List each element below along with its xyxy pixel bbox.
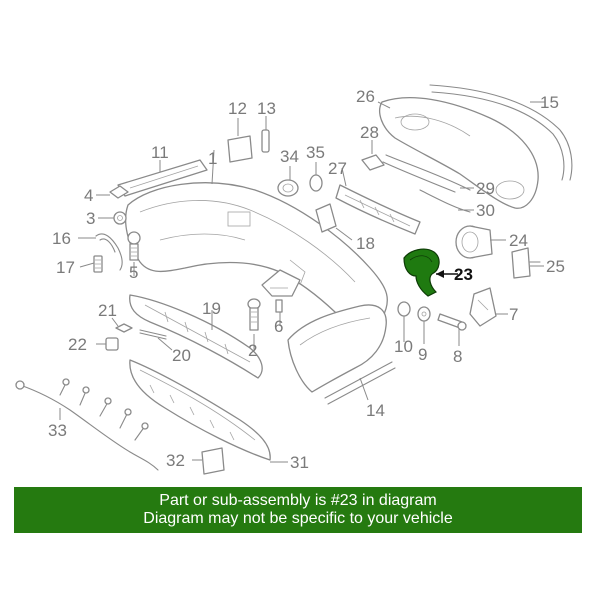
- callout-12: 12: [228, 99, 247, 118]
- bolt-part-2: [247, 298, 261, 331]
- washer-part-9: [417, 306, 431, 322]
- bolt-part-34: [277, 179, 299, 197]
- callout-29: 29: [476, 179, 495, 198]
- absorber-part-31: [129, 359, 271, 461]
- nut-part-21: [115, 323, 133, 333]
- nut-part-22: [105, 337, 119, 351]
- screw-part-17: [93, 255, 103, 273]
- leader-lines: [59, 101, 545, 463]
- callout-5: 5: [129, 263, 138, 282]
- callout-34: 34: [280, 147, 299, 166]
- callout-6: 6: [274, 317, 283, 336]
- sensor-part-28: [361, 154, 385, 171]
- callout-17: 17: [56, 258, 75, 277]
- washer-part-10: [397, 301, 411, 317]
- callout-14: 14: [366, 401, 385, 420]
- bumper-cover-part-1: [125, 182, 388, 328]
- exhaust-tip-part-24: [455, 225, 493, 259]
- absorber-part-19: [129, 294, 263, 379]
- callout-4: 4: [84, 186, 93, 205]
- callout-23: 23: [454, 265, 473, 284]
- banner-line-2: Diagram may not be specific to your vehi…: [143, 510, 453, 527]
- callout-24: 24: [509, 231, 528, 250]
- callout-2: 2: [248, 341, 257, 360]
- bracket-part-16: [95, 233, 123, 271]
- reinforcement-part-27: [335, 184, 421, 235]
- callout-30: 30: [476, 201, 495, 220]
- callout-28: 28: [360, 123, 379, 142]
- lower-bumper-part-14: [287, 304, 396, 405]
- callout-labels: 1 2 3 4 5 6 7 8 9 10 11 12 13 14 15 16 1…: [48, 87, 565, 472]
- clip-part-35: [309, 174, 323, 192]
- harness-part-33: [15, 378, 159, 471]
- callout-26: 26: [356, 87, 375, 106]
- sensor-cover-part-12: [227, 135, 253, 163]
- harness-part-30: [419, 189, 471, 213]
- plate-part-32: [201, 447, 225, 475]
- clip-part-4: [109, 185, 129, 199]
- callout-31: 31: [290, 453, 309, 472]
- callout-13: 13: [257, 99, 276, 118]
- callout-25: 25: [546, 257, 565, 276]
- bolt-part-8: [437, 313, 467, 331]
- callout-22: 22: [68, 335, 87, 354]
- highlighted-part-23: [403, 248, 440, 297]
- bracket-part-7: [469, 287, 497, 327]
- sensor-bracket-part-13: [261, 129, 270, 153]
- bracket-part-6: [261, 269, 301, 313]
- bracket-part-25: [511, 247, 541, 279]
- callout-32: 32: [166, 451, 185, 470]
- trim-strip-part-15: [429, 84, 573, 181]
- callout-15: 15: [540, 93, 559, 112]
- callout-35: 35: [306, 143, 325, 162]
- callout-8: 8: [453, 347, 462, 366]
- callout-7: 7: [509, 305, 518, 324]
- callout-21: 21: [98, 301, 117, 320]
- callout-33: 33: [48, 421, 67, 440]
- callout-20: 20: [172, 346, 191, 365]
- callout-19: 19: [202, 299, 221, 318]
- callout-10: 10: [394, 337, 413, 356]
- diffuser-part-26: [379, 97, 539, 209]
- housing-part-18: [315, 203, 337, 233]
- callout-11: 11: [151, 143, 169, 162]
- bolt-part-5: [127, 231, 141, 261]
- banner-line-1: Part or sub-assembly is #23 in diagram: [159, 492, 437, 509]
- callout-3: 3: [86, 209, 95, 228]
- callout-1: 1: [208, 149, 217, 168]
- callout-16: 16: [52, 229, 71, 248]
- callout-27: 27: [328, 159, 347, 178]
- callout-18: 18: [356, 234, 375, 253]
- rod-part-20: [139, 329, 167, 340]
- callout-9: 9: [418, 345, 427, 364]
- harness-part-29: [382, 154, 471, 193]
- bolt-part-3: [113, 211, 127, 225]
- info-banner: Part or sub-assembly is #23 in diagram D…: [14, 487, 582, 533]
